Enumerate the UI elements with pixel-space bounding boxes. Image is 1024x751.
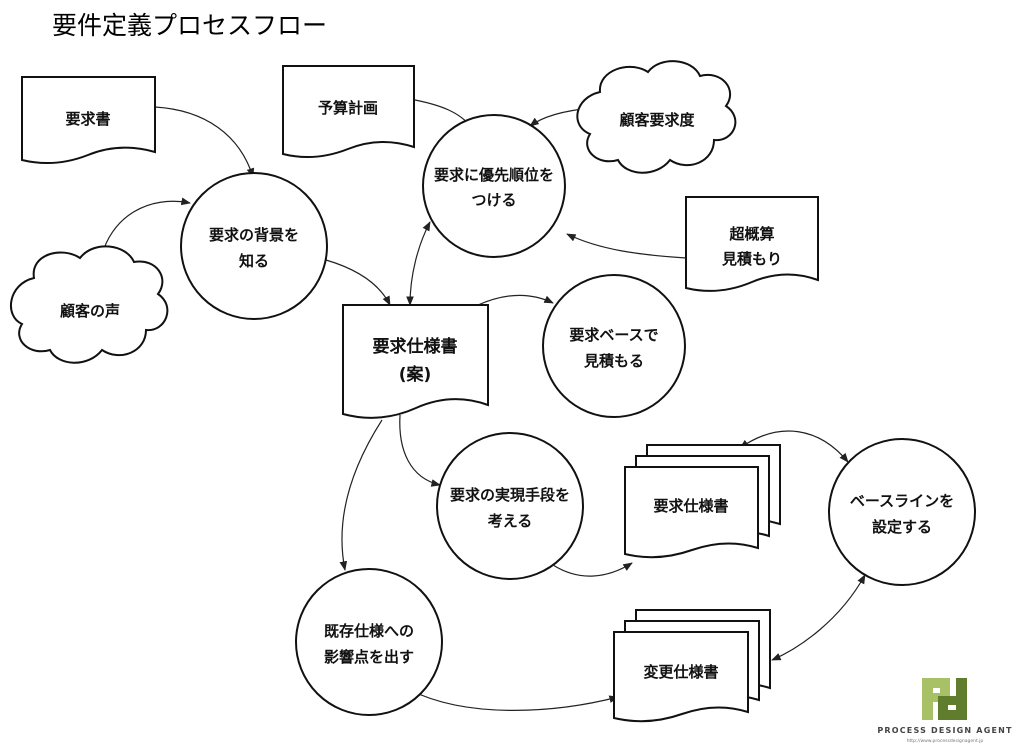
process-priority-line2: つける [471,191,516,209]
doc-chougaisan: 超概算 見積もり [685,196,819,292]
process-jitsugen-line2: 考える [488,512,533,530]
doc-chougaisan-line2: 見積もり [721,250,782,268]
process-base-estimate: 要求ベースで 見積もる [542,274,686,418]
process-baseline-line2: 設定する [872,518,932,536]
process-eikyou: 既存仕様への 影響点を出す [295,568,443,716]
edge-youkyuusho-haikei [154,106,255,178]
edge-chougaisan-priority [566,233,687,259]
doc-spec-draft-line2: (案) [399,364,432,385]
edge-spec-jitsugen [399,414,441,487]
logo: PROCESS DESIGN AGENT http://www.processd… [877,678,1012,744]
process-jitsugen-line1: 要求の実現手段を [450,486,570,504]
process-priority-line1: 要求に優先順位を [434,166,554,184]
doc-yosan-label: 予算計画 [318,99,378,117]
process-eikyou-line2: 影響点を出す [324,648,414,666]
logo-name: PROCESS DESIGN AGENT [877,726,1012,735]
logo-mark-icon [922,678,967,720]
process-jitsugen: 要求の実現手段を 考える [436,432,584,580]
cloud-kokyaku-youkyuudo-label: 顧客要求度 [619,111,695,129]
cloud-kokyaku-youkyuudo: 顧客要求度 [576,60,737,174]
process-baseline: ベースラインを 設定する [828,438,976,586]
edge-eikyou-henkou [409,689,619,711]
logo-url: http://www.processdesignagent.jp [907,738,984,744]
edge-baseline-henkou [771,574,866,661]
doc-spec-draft: 要求仕様書 (案) [342,304,489,419]
cloud-koe: 顧客の声 [10,245,169,364]
edge-spec-eikyou [339,419,383,571]
process-baseline-line1: ベースラインを [850,492,954,510]
doc-yosan: 予算計画 [282,65,415,158]
edge-haikei-spec [325,259,391,306]
cloud-koe-label: 顧客の声 [60,302,120,320]
process-eikyou-line1: 既存仕様への [324,622,414,640]
process-haikei: 要求の背景を 知る [180,172,328,320]
process-haikei-line2: 知る [239,252,269,270]
process-base-estimate-line2: 見積もる [583,352,644,370]
multidoc-spec-final-label: 要求仕様書 [653,497,728,515]
multidoc-henkou-label: 変更仕様書 [643,663,718,681]
doc-chougaisan-line1: 超概算 [728,225,774,243]
edge-spec-priority [406,221,431,306]
process-haikei-line1: 要求の背景を [209,226,299,244]
process-base-estimate-line1: 要求ベースで [569,326,658,344]
process-priority: 要求に優先順位を つける [422,114,566,258]
doc-spec-draft-line1: 要求仕様書 [373,336,458,357]
page-title: 要件定義プロセスフロー [52,11,327,40]
edge-spec-base-estimate [477,294,554,306]
edge-spec-final-baseline [739,430,849,463]
connectors [99,99,866,711]
multidoc-henkou: 変更仕様書 [613,609,771,723]
doc-youkyuusho-label: 要求書 [65,110,110,128]
edge-jitsugen-spec-final [552,562,633,577]
multidoc-spec-final: 要求仕様書 [624,444,781,559]
doc-youkyuusho: 要求書 [21,76,156,164]
